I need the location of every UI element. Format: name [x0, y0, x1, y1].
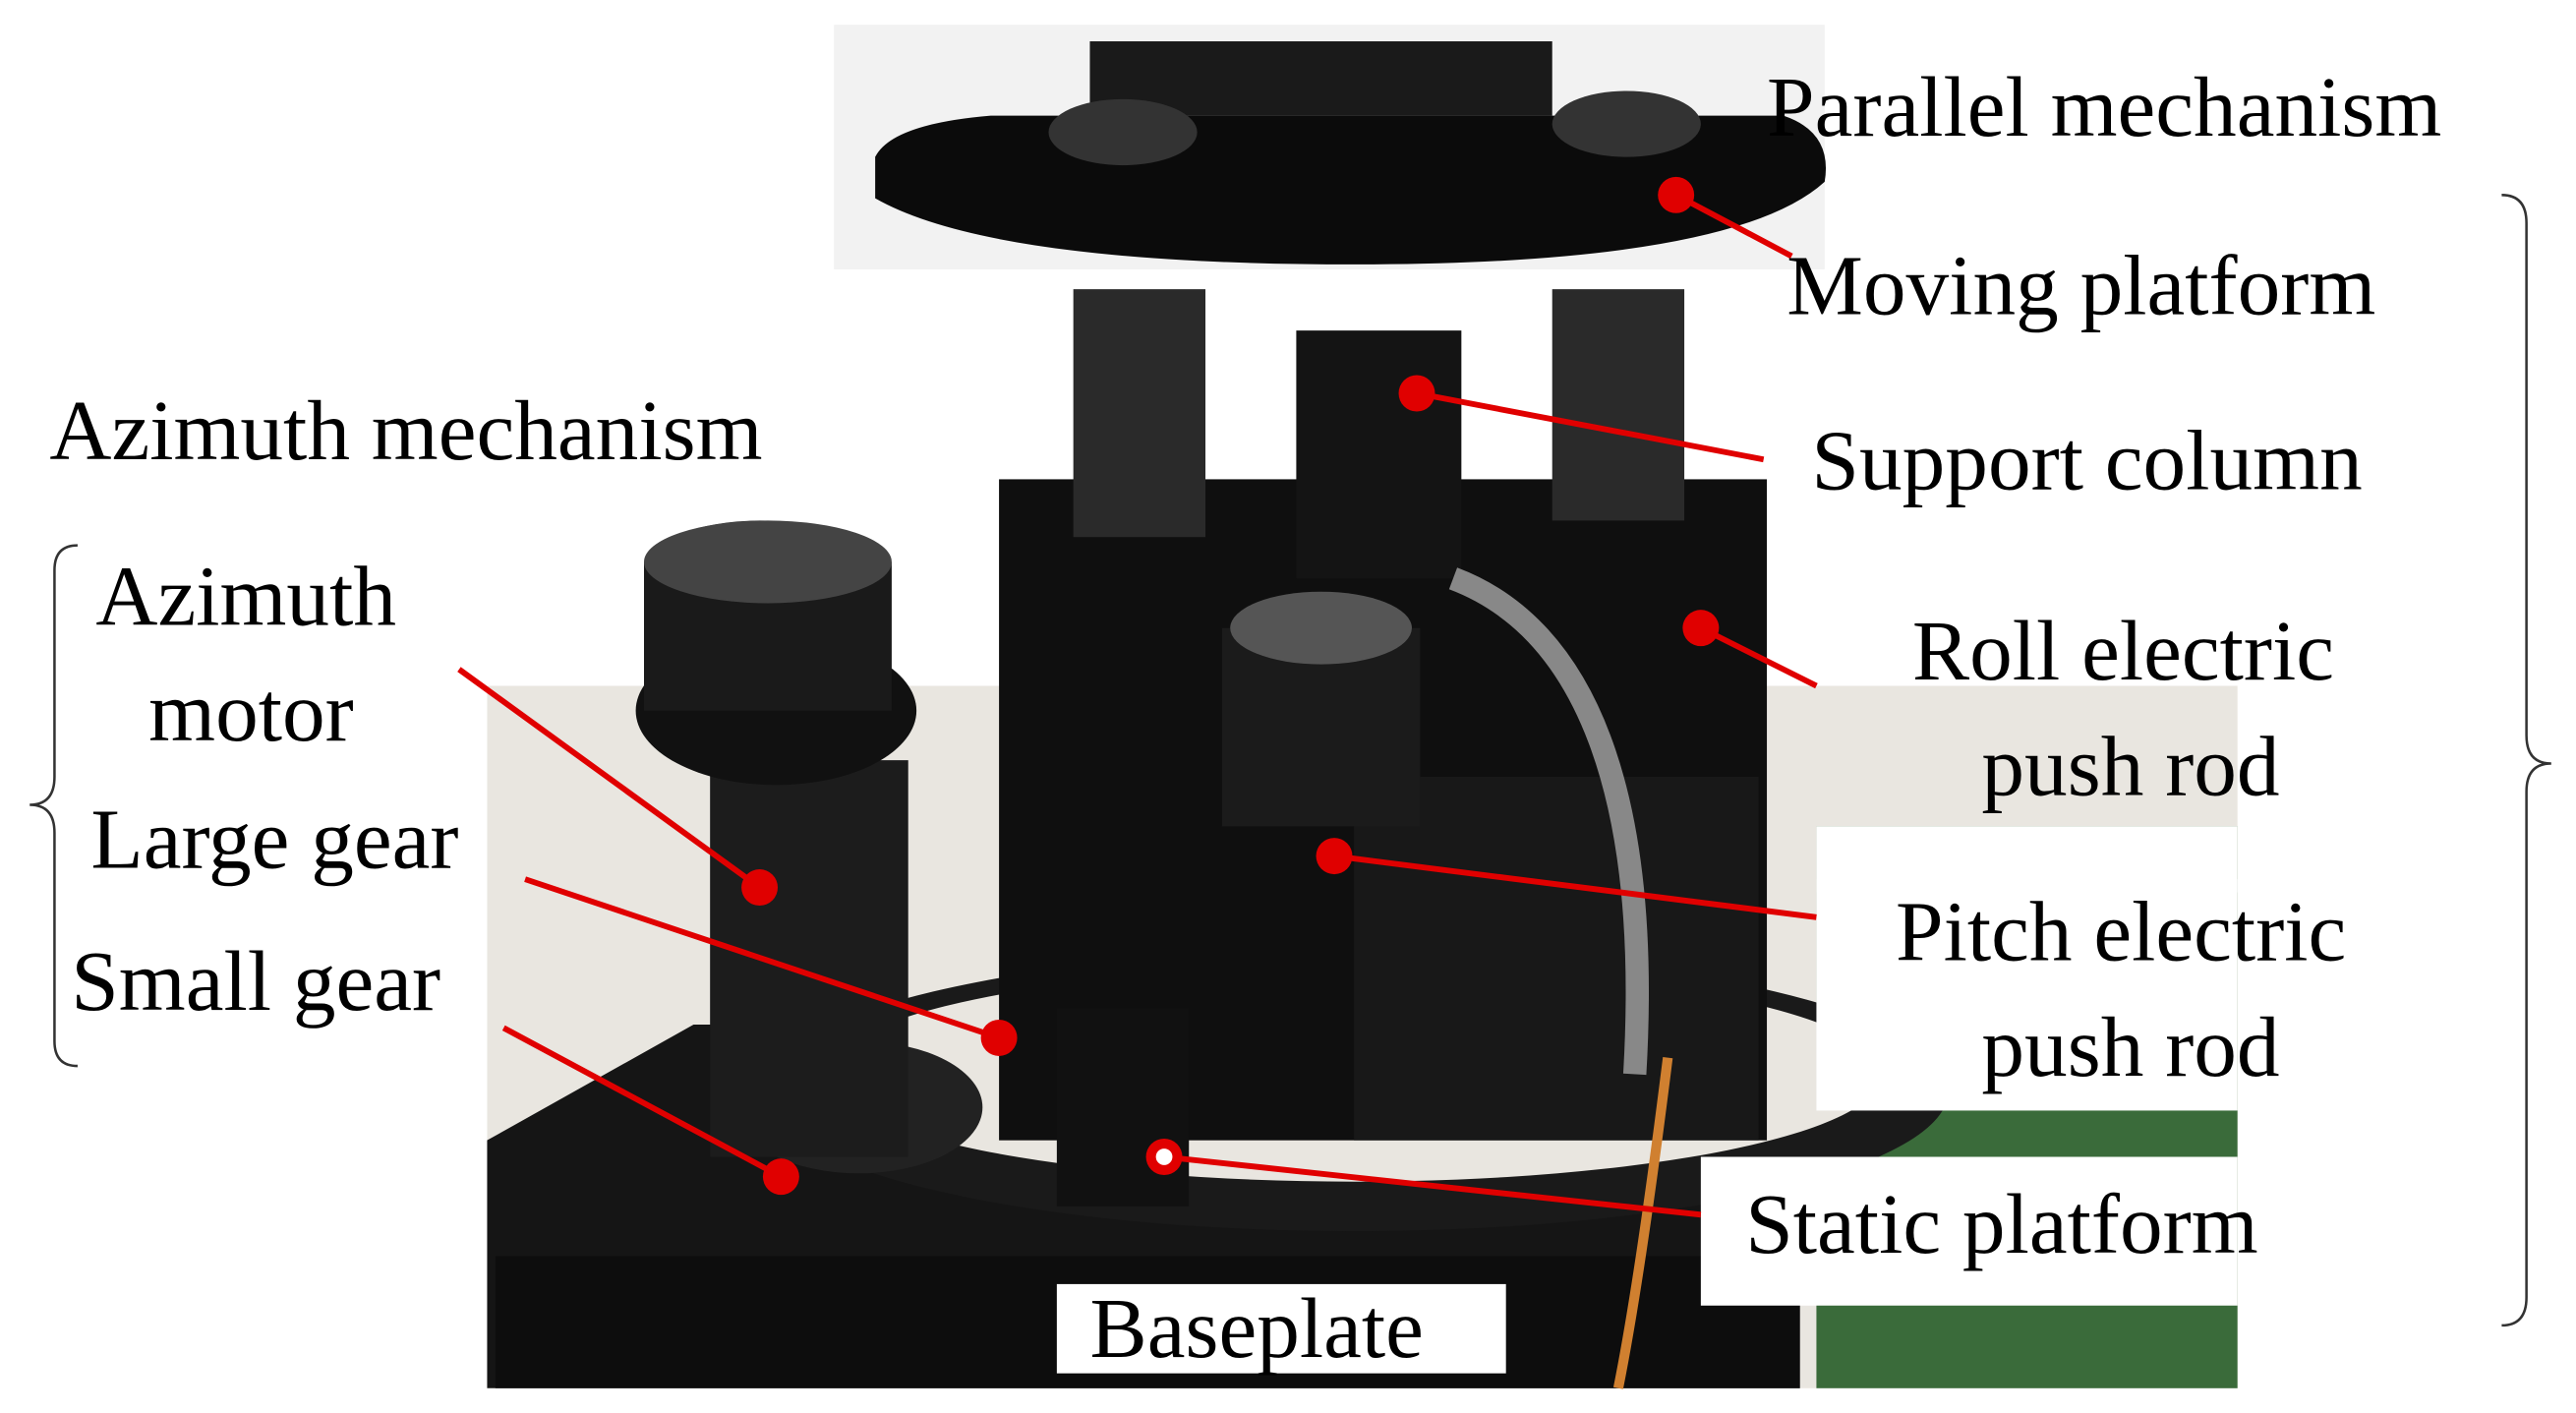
left-brace	[29, 544, 78, 1068]
roll-rod-marker	[1682, 610, 1720, 647]
right-brace	[2501, 194, 2551, 1327]
label-azimuth-mechanism: Azimuth mechanism	[49, 383, 762, 478]
label-baseplate: Baseplate	[1089, 1280, 1423, 1376]
small-gear-marker	[762, 1158, 799, 1196]
azimuth-motor-marker	[741, 869, 779, 907]
label-azimuth-motor-2: motor	[148, 664, 354, 759]
static-platform-marker-center	[1155, 1148, 1173, 1165]
label-azimuth-motor-1: Azimuth	[95, 548, 396, 643]
large-gear-marker	[980, 1019, 1018, 1056]
pitch-rod-marker	[1316, 838, 1353, 875]
label-static-platform: Static platform	[1745, 1176, 2257, 1271]
label-support-column: Support column	[1811, 412, 2362, 507]
label-pitch-rod-2: push rod	[1981, 999, 2279, 1094]
label-small-gear: Small gear	[71, 933, 440, 1029]
label-parallel-mechanism: Parallel mechanism	[1767, 59, 2441, 154]
marker-dots	[741, 176, 1720, 1196]
moving-platform-marker	[1658, 176, 1695, 213]
label-roll-rod-1: Roll electric	[1912, 603, 2334, 698]
leader-lines	[457, 192, 1818, 1218]
baseplate-label-box	[1056, 1283, 1506, 1374]
label-large-gear: Large gear	[90, 791, 458, 886]
support-column-marker	[1398, 375, 1435, 412]
label-roll-rod-2: push rod	[1981, 718, 2279, 813]
label-moving-platform: Moving platform	[1786, 237, 2375, 332]
label-pitch-rod-1: Pitch electric	[1896, 883, 2346, 978]
